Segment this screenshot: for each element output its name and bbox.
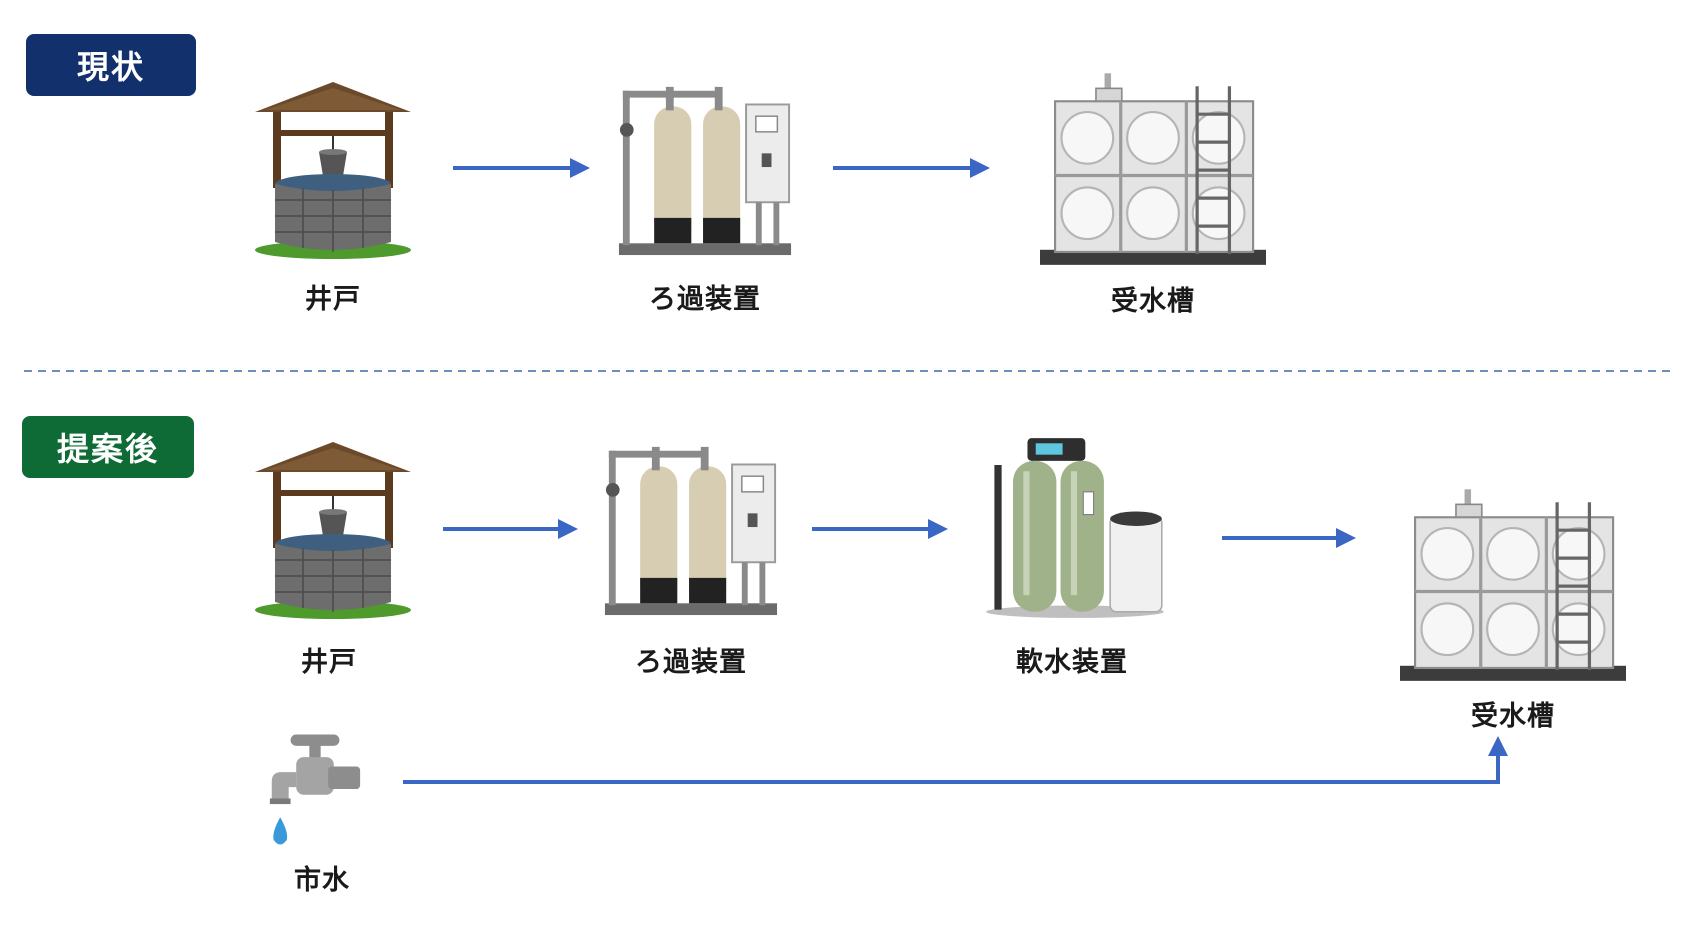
well-icon <box>254 441 412 620</box>
water-tank-icon <box>1400 487 1626 682</box>
well-label: 井戸 <box>301 647 357 678</box>
filtration-unit-icon <box>617 85 793 257</box>
well-icon <box>254 81 412 260</box>
water-tank-label: 受水槽 <box>1111 286 1195 317</box>
water-tank-icon <box>1040 71 1266 266</box>
water-softener-label: 軟水装置 <box>1016 647 1128 678</box>
flow-arrow-city-to-tank <box>403 736 1508 784</box>
filtration-unit-label: ろ過装置 <box>635 647 747 678</box>
current-state-badge: 現状 <box>26 34 196 96</box>
proposed-state-badge: 提案後 <box>22 416 194 478</box>
filtration-unit-label: ろ過装置 <box>649 284 761 315</box>
water-softener-icon <box>985 437 1165 619</box>
city-water-label: 市水 <box>294 865 350 896</box>
well-label: 井戸 <box>305 284 361 315</box>
filtration-unit-icon <box>603 445 779 617</box>
faucet-icon <box>269 734 361 845</box>
water-tank-label: 受水槽 <box>1471 701 1555 732</box>
